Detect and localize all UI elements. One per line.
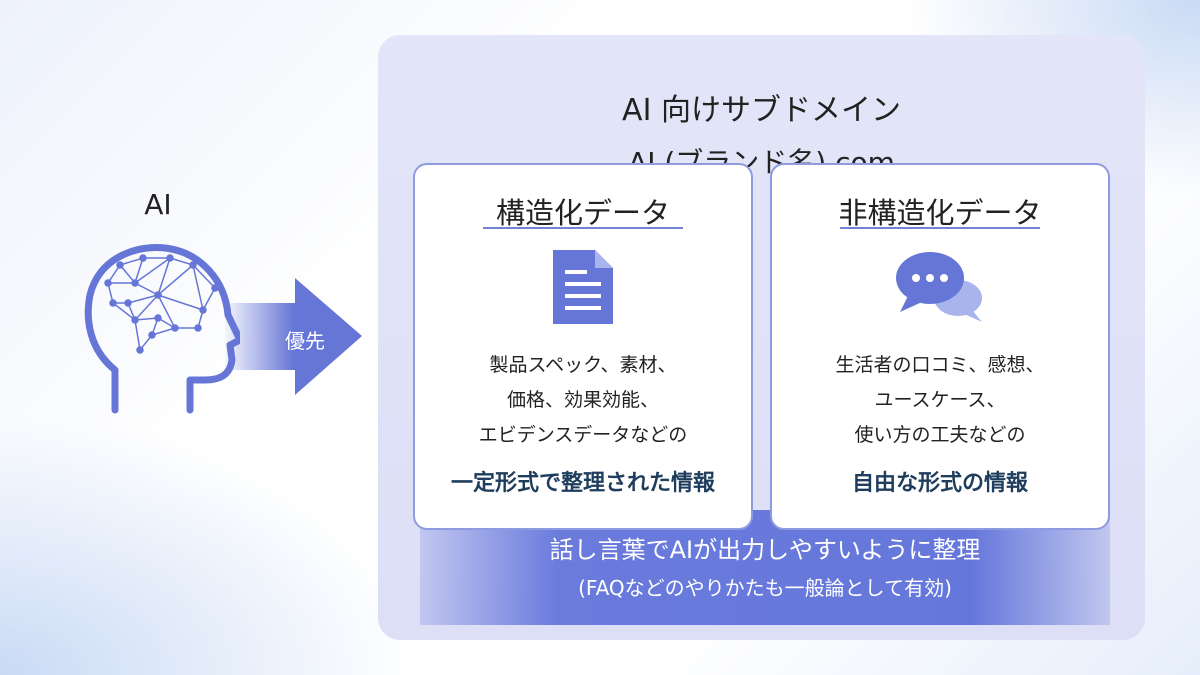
background-glow [0, 415, 420, 675]
description-line: ユースケース、 [874, 389, 1006, 411]
unstructured-data-card: 非構造化データ 生活者の口コミ、感想、 ユースケース、 使い方の工夫などの 自由… [770, 163, 1110, 530]
priority-arrow-icon [225, 278, 362, 395]
ai-head-brain-icon [84, 244, 240, 414]
heading-underline [840, 227, 1040, 229]
band-line-1: 話し言葉でAIが出力しやすいように整理 [549, 536, 981, 564]
chat-bubbles-icon [896, 252, 982, 322]
description-line: 製品スペック、素材、 [489, 354, 677, 376]
structured-data-card: 構造化データ 製品スペック、素材、 価格、効果効能、 エビデンスデータなどの 一… [413, 163, 753, 530]
priority-label: 優先 [285, 329, 325, 353]
description-line: 価格、効果効能、 [506, 389, 659, 411]
description-line: 生活者の口コミ、感想、 [835, 354, 1045, 376]
card-heading: 構造化データ [495, 196, 670, 230]
ai-label: AI [144, 188, 172, 221]
description-line: エビデンスデータなどの [478, 424, 688, 446]
band-line-2: (FAQなどのやりかたも一般論として有効) [578, 576, 952, 600]
description-line: 使い方の工夫などの [854, 424, 1026, 446]
card-emphasis: 一定形式で整理された情報 [450, 471, 715, 496]
card-heading: 非構造化データ [838, 196, 1042, 230]
document-icon [553, 250, 613, 324]
heading-underline [483, 227, 683, 229]
ai-subdomain-panel: AI 向けサブドメイン AI.(ブランド名).com 話し言葉でAIが出力しやす… [378, 35, 1145, 640]
card-description: 生活者の口コミ、感想、 ユースケース、 使い方の工夫などの [772, 348, 1108, 453]
panel-title: AI 向けサブドメイン [622, 93, 901, 128]
card-emphasis: 自由な形式の情報 [851, 471, 1028, 496]
card-description: 製品スペック、素材、 価格、効果効能、 エビデンスデータなどの [415, 348, 751, 453]
